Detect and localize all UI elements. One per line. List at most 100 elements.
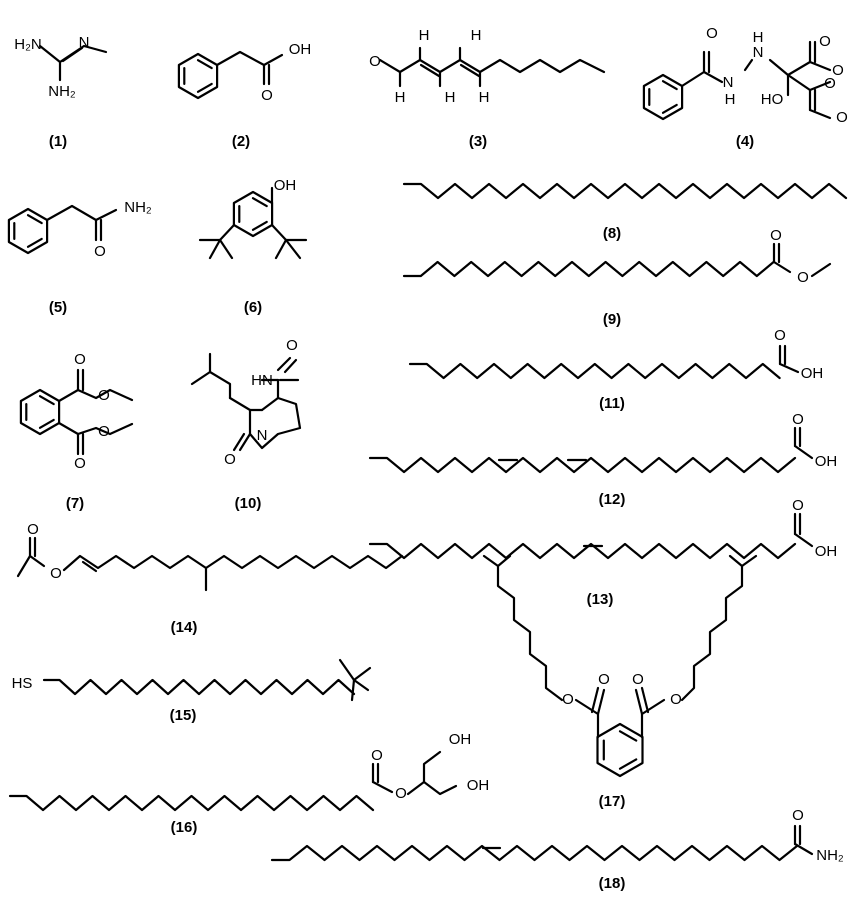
bond xyxy=(640,686,650,714)
bond xyxy=(284,238,302,260)
atom-label: O xyxy=(792,497,804,514)
bond xyxy=(661,103,678,114)
atom-label: O xyxy=(369,53,381,70)
compound-14: OO(14) xyxy=(16,521,404,636)
bond xyxy=(218,238,234,260)
bond xyxy=(408,362,781,380)
compound-number: (14) xyxy=(171,619,198,636)
compound-9: OO(9) xyxy=(402,227,832,328)
bond xyxy=(378,58,606,74)
bond xyxy=(28,554,46,568)
bond xyxy=(352,678,370,692)
compound-number: (18) xyxy=(599,875,626,892)
bond xyxy=(740,554,758,568)
atom-label: O xyxy=(824,75,836,92)
atom-label: O xyxy=(792,411,804,428)
bond xyxy=(270,223,288,242)
bond xyxy=(16,536,32,578)
atom-label: OH xyxy=(289,41,312,58)
bond xyxy=(680,554,744,702)
compound-number: (13) xyxy=(587,591,614,608)
bond xyxy=(786,40,812,77)
bond xyxy=(661,80,678,91)
atom-label: O xyxy=(598,671,610,688)
atom-label: O xyxy=(797,269,809,286)
atom-label: OH xyxy=(449,731,472,748)
atom-label: O xyxy=(74,455,86,472)
compound-11: OOH(11) xyxy=(408,327,823,412)
bond xyxy=(618,730,638,742)
bond xyxy=(350,678,356,702)
bond xyxy=(276,356,292,372)
bond xyxy=(402,260,775,278)
bond xyxy=(196,59,213,70)
bond xyxy=(61,46,84,63)
atom-label: H xyxy=(725,91,736,108)
bond xyxy=(618,758,638,770)
bond xyxy=(793,444,814,460)
bond xyxy=(590,686,600,714)
bond xyxy=(596,688,606,716)
bond xyxy=(76,422,134,436)
atom-label: HO xyxy=(761,91,784,108)
compound-6: OH (6) xyxy=(198,177,308,316)
compound-number: (12) xyxy=(599,491,626,508)
bond xyxy=(26,214,43,225)
bond xyxy=(482,554,564,702)
compound-2: OHO(2) xyxy=(177,41,312,150)
bond xyxy=(368,456,797,474)
atom-label: N xyxy=(723,74,734,91)
compound-number: (8) xyxy=(603,225,621,242)
bond xyxy=(352,666,372,682)
compound-number: (6) xyxy=(244,299,262,316)
atom-label: NH₂ xyxy=(124,199,152,216)
bond xyxy=(42,678,356,696)
atom-label: H xyxy=(395,89,406,106)
bond xyxy=(81,560,98,573)
bond xyxy=(283,358,298,374)
atom-label: O xyxy=(27,521,39,538)
bond xyxy=(8,794,375,812)
bond xyxy=(371,780,394,794)
atom-label: O xyxy=(770,227,782,244)
atom-label: N xyxy=(257,427,268,444)
bond xyxy=(634,688,644,716)
compound-number: (11) xyxy=(599,395,625,412)
atom-label: O xyxy=(74,351,86,368)
bond xyxy=(45,204,98,242)
atom-label: H xyxy=(445,89,456,106)
bond xyxy=(810,262,832,278)
atom-label: HS xyxy=(12,675,33,692)
atom-label: O xyxy=(706,25,718,42)
atom-label: N xyxy=(753,44,764,61)
bond xyxy=(26,237,43,248)
atom-label: O xyxy=(792,807,804,824)
atom-label: H xyxy=(753,29,764,46)
compound-number: (16) xyxy=(171,819,198,836)
bond xyxy=(793,532,814,548)
atom-label: OH xyxy=(274,177,297,194)
bond xyxy=(768,58,790,77)
bond xyxy=(772,260,792,274)
atom-label: O xyxy=(94,243,106,260)
atom-label: N xyxy=(79,34,90,51)
atom-label: O xyxy=(836,109,848,126)
atom-label: O xyxy=(395,785,407,802)
atom-label: OH xyxy=(467,777,490,794)
bond xyxy=(808,60,832,72)
bond xyxy=(402,182,848,200)
bond xyxy=(62,554,404,572)
bond xyxy=(338,658,356,682)
bond xyxy=(778,362,800,374)
bond xyxy=(262,53,284,67)
bond xyxy=(251,197,268,208)
atom-label: OH xyxy=(815,453,838,470)
bond xyxy=(274,238,288,260)
